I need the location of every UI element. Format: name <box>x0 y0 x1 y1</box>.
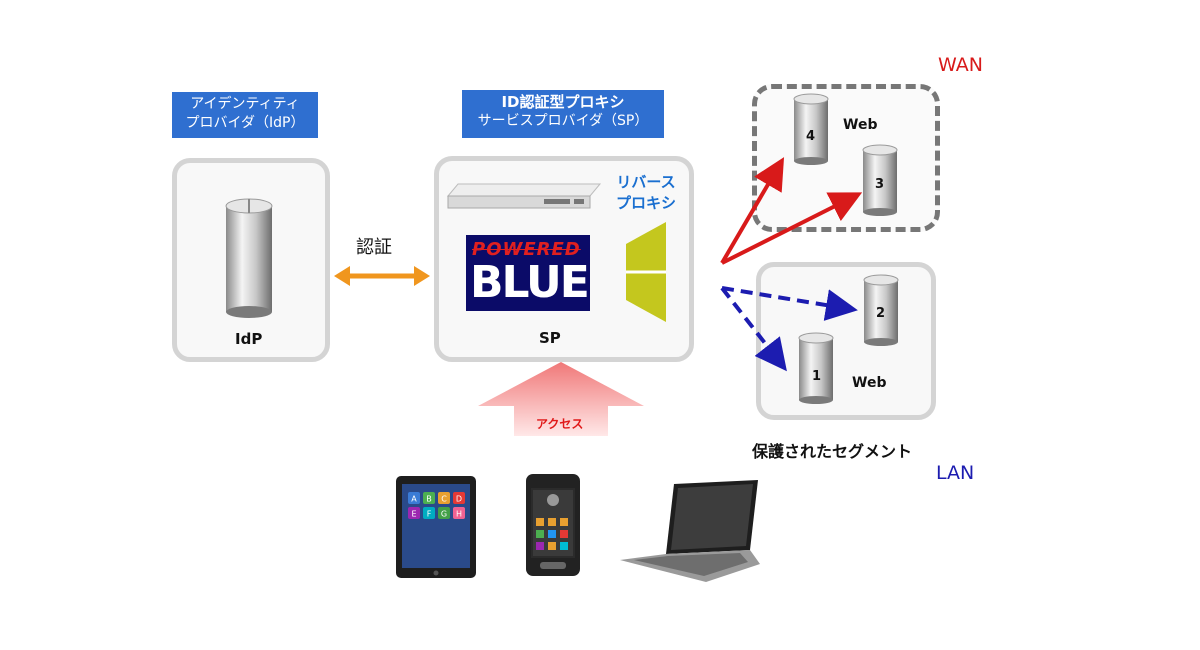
sp-header-line1: ID認証型プロキシ <box>501 93 625 111</box>
rack-appliance-icon <box>446 183 602 209</box>
wan-server-4 <box>793 93 829 165</box>
tablet-tile <box>408 492 420 504</box>
lan-web-label: Web <box>852 375 887 391</box>
laptop-icon <box>620 480 760 582</box>
auth-label: 認証 <box>356 237 392 258</box>
tablet-tile <box>408 507 420 519</box>
tablet-tile <box>453 507 465 519</box>
wan-arrow-to-server-3 <box>721 192 863 265</box>
tablet-tile-letter: D <box>456 495 462 504</box>
tablet-tile <box>423 507 435 519</box>
reverse-proxy-label: リバース プロキシ <box>606 172 686 214</box>
tablet-tile <box>438 492 450 504</box>
tablet-tile-letter: H <box>456 510 462 519</box>
tablet-tile <box>438 507 450 519</box>
sp-label: SP <box>539 329 561 347</box>
reverse-proxy-icon <box>626 222 666 322</box>
wan-web-label: Web <box>843 117 878 133</box>
idp-server-icon <box>225 198 273 318</box>
phone-icon <box>526 474 580 576</box>
lan-arrow-to-server-1 <box>720 286 787 372</box>
wan-server-4-label: 4 <box>806 129 816 144</box>
lan-server-2 <box>863 274 899 346</box>
protected-segment-label: 保護されたセグメント <box>752 442 913 461</box>
access-arrow <box>478 362 644 436</box>
lan-label: LAN <box>936 462 975 484</box>
tablet-tile <box>453 492 465 504</box>
idp-label: IdP <box>235 330 263 348</box>
wan-server-3-label: 3 <box>875 177 885 192</box>
tablet-tile-letter: E <box>411 510 416 519</box>
idp-header: アイデンティティ プロバイダ（IdP） <box>172 92 318 138</box>
tablet-tile <box>423 492 435 504</box>
wan-server-3 <box>862 144 898 216</box>
lan-arrow-to-server-2 <box>721 286 858 321</box>
sp-header: ID認証型プロキシ サービスプロバイダ（SP） <box>462 90 664 138</box>
lan-server-1 <box>798 332 834 404</box>
tablet-tile-letter: B <box>426 495 432 504</box>
sp-header-line2: サービスプロバイダ（SP） <box>477 113 649 129</box>
access-label: アクセス <box>536 417 584 431</box>
wan-label: WAN <box>938 54 983 76</box>
powered-blue-logo: POWERED BLUE <box>466 235 590 311</box>
idp-header-line2: プロバイダ（IdP） <box>185 115 305 131</box>
tablet-tile-letter: G <box>441 510 447 519</box>
reverse-proxy-line1: リバース <box>616 173 676 191</box>
tablet-tile-letter: F <box>427 510 432 519</box>
auth-arrow <box>334 266 430 286</box>
lan-server-2-label: 2 <box>876 306 886 321</box>
tablet-tile-letter: A <box>411 495 417 504</box>
lan-server-1-label: 1 <box>812 369 822 384</box>
tablet-tile-letter: C <box>441 495 447 504</box>
logo-bottom-text: BLUE <box>470 257 590 308</box>
reverse-proxy-line2: プロキシ <box>615 194 676 212</box>
logo-top-text: POWERED <box>472 239 581 260</box>
idp-header-line1: アイデンティティ <box>190 96 300 112</box>
wan-arrow-to-server-4 <box>720 157 785 265</box>
idp-box <box>172 158 330 362</box>
